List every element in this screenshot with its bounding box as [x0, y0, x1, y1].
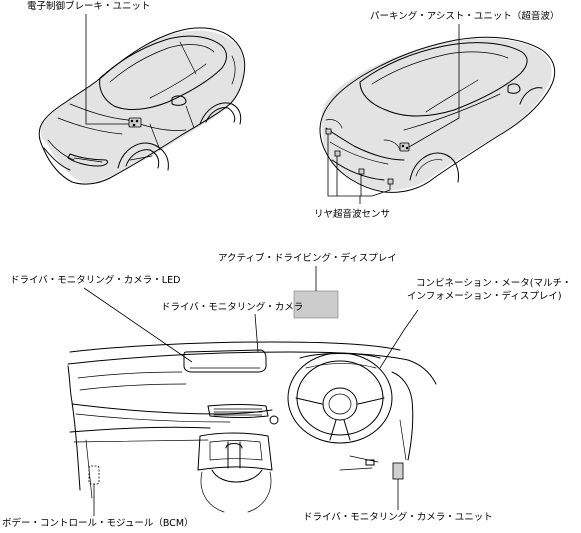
front-view-car	[38, 14, 246, 185]
steering-wheel	[287, 352, 393, 444]
rear-sensor-marker-1	[325, 128, 332, 135]
label-ebrake-unit: 電子制御ブレーキ・ユニット	[27, 1, 151, 12]
label-bcm: ボデー・コントロール・モジュール（BCM）	[2, 518, 194, 529]
label-combination-meter-line1: コンビネーション・メータ(マルチ・	[416, 278, 572, 289]
dm-camera-housing	[183, 349, 267, 373]
rear-sensor-leaders	[327, 134, 391, 204]
ebrake-leader	[85, 14, 129, 125]
rear-sensor-marker-4	[387, 178, 394, 185]
rear-sensor-marker-3	[358, 168, 365, 175]
rear-sensor-marker-2	[334, 150, 341, 157]
dm-camera-unit-marker	[392, 462, 404, 480]
label-combination-meter-line2: インフォメーション・ディスプレイ)	[407, 291, 562, 302]
label-dm-camera-unit: ドライバ・モニタリング・カメラ・ユニット	[303, 512, 493, 523]
label-rear-ultrasonic-sensor: リヤ超音波センサ	[314, 209, 391, 220]
dm-camera-leader	[254, 313, 259, 353]
dashboard-interior	[67, 266, 437, 516]
parking-assist-leader	[408, 24, 460, 148]
label-parking-assist-unit: パーキング・アシスト・ユニット（超音波）	[370, 11, 560, 22]
rear-view-car	[319, 24, 556, 204]
combination-meter-leader	[379, 309, 419, 369]
label-dm-camera: ドライバ・モニタリング・カメラ	[161, 302, 304, 313]
active-driving-display-marker	[293, 290, 339, 319]
label-active-driving-display: アクティブ・ドライビング・ディスプレイ	[218, 253, 397, 264]
dm-led-leader	[83, 287, 193, 363]
label-dm-camera-led: ドライバ・モニタリング・カメラ・LED	[10, 275, 181, 286]
